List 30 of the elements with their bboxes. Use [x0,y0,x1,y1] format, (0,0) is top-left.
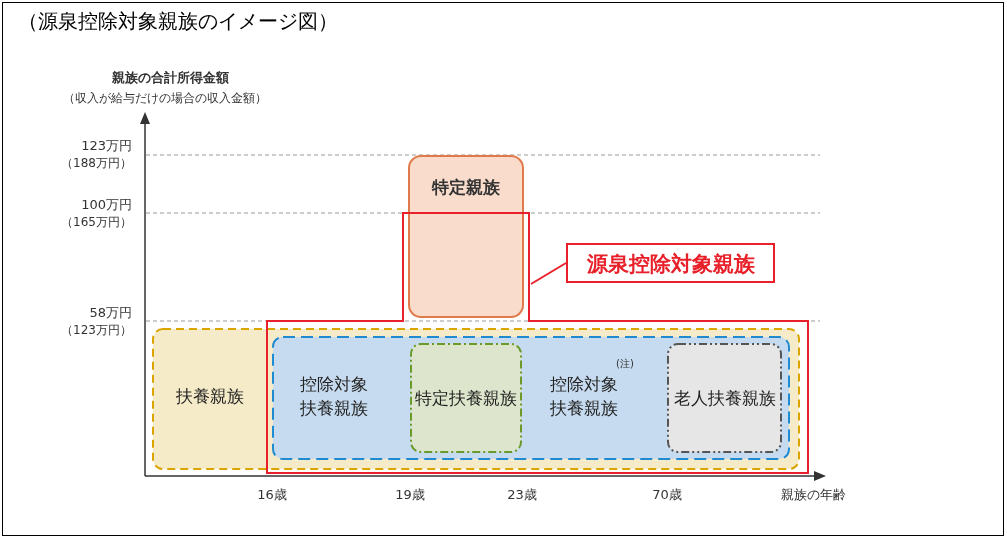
region-outline [266,212,809,474]
node-label: 源泉控除対象親族 [585,251,756,278]
axis-label: 23歳 [506,486,538,504]
axis-label: （収入が給与だけの場合の収入金額） [62,90,268,107]
axis-label: （165万円） [60,214,132,231]
node-label: 扶養親族 [174,385,245,408]
axis-label: 親族の合計所得金額 [110,69,230,87]
region [152,328,800,470]
category-box [408,155,524,318]
callout-box [566,243,775,283]
axis-label: 58万円 [88,304,132,322]
node-label: 控除対象扶養親族 [549,373,619,420]
axis-label: 16歳 [256,486,288,504]
category-box [667,343,782,453]
region [272,336,790,460]
node-label: 控除対象扶養親族 [299,373,369,420]
category-box [410,343,522,453]
axis-label: 123万円 [80,137,132,155]
axis-label: 70歳 [651,486,683,504]
axis-label: （123万円） [60,322,132,339]
axis-label: 100万円 [80,196,132,214]
diagram-title: （源泉控除対象親族のイメージ図） [18,9,338,34]
node-label: 特定親族 [430,176,501,199]
node-label: 老人扶養親族 [672,387,777,410]
callout-tail [530,262,567,285]
node-label: 特定扶養親族 [414,387,518,410]
axis-label: (注) [615,357,635,371]
axis-label: 19歳 [394,486,426,504]
axis-label: （188万円） [60,155,132,172]
axis-label: 親族の年齢 [779,486,847,504]
